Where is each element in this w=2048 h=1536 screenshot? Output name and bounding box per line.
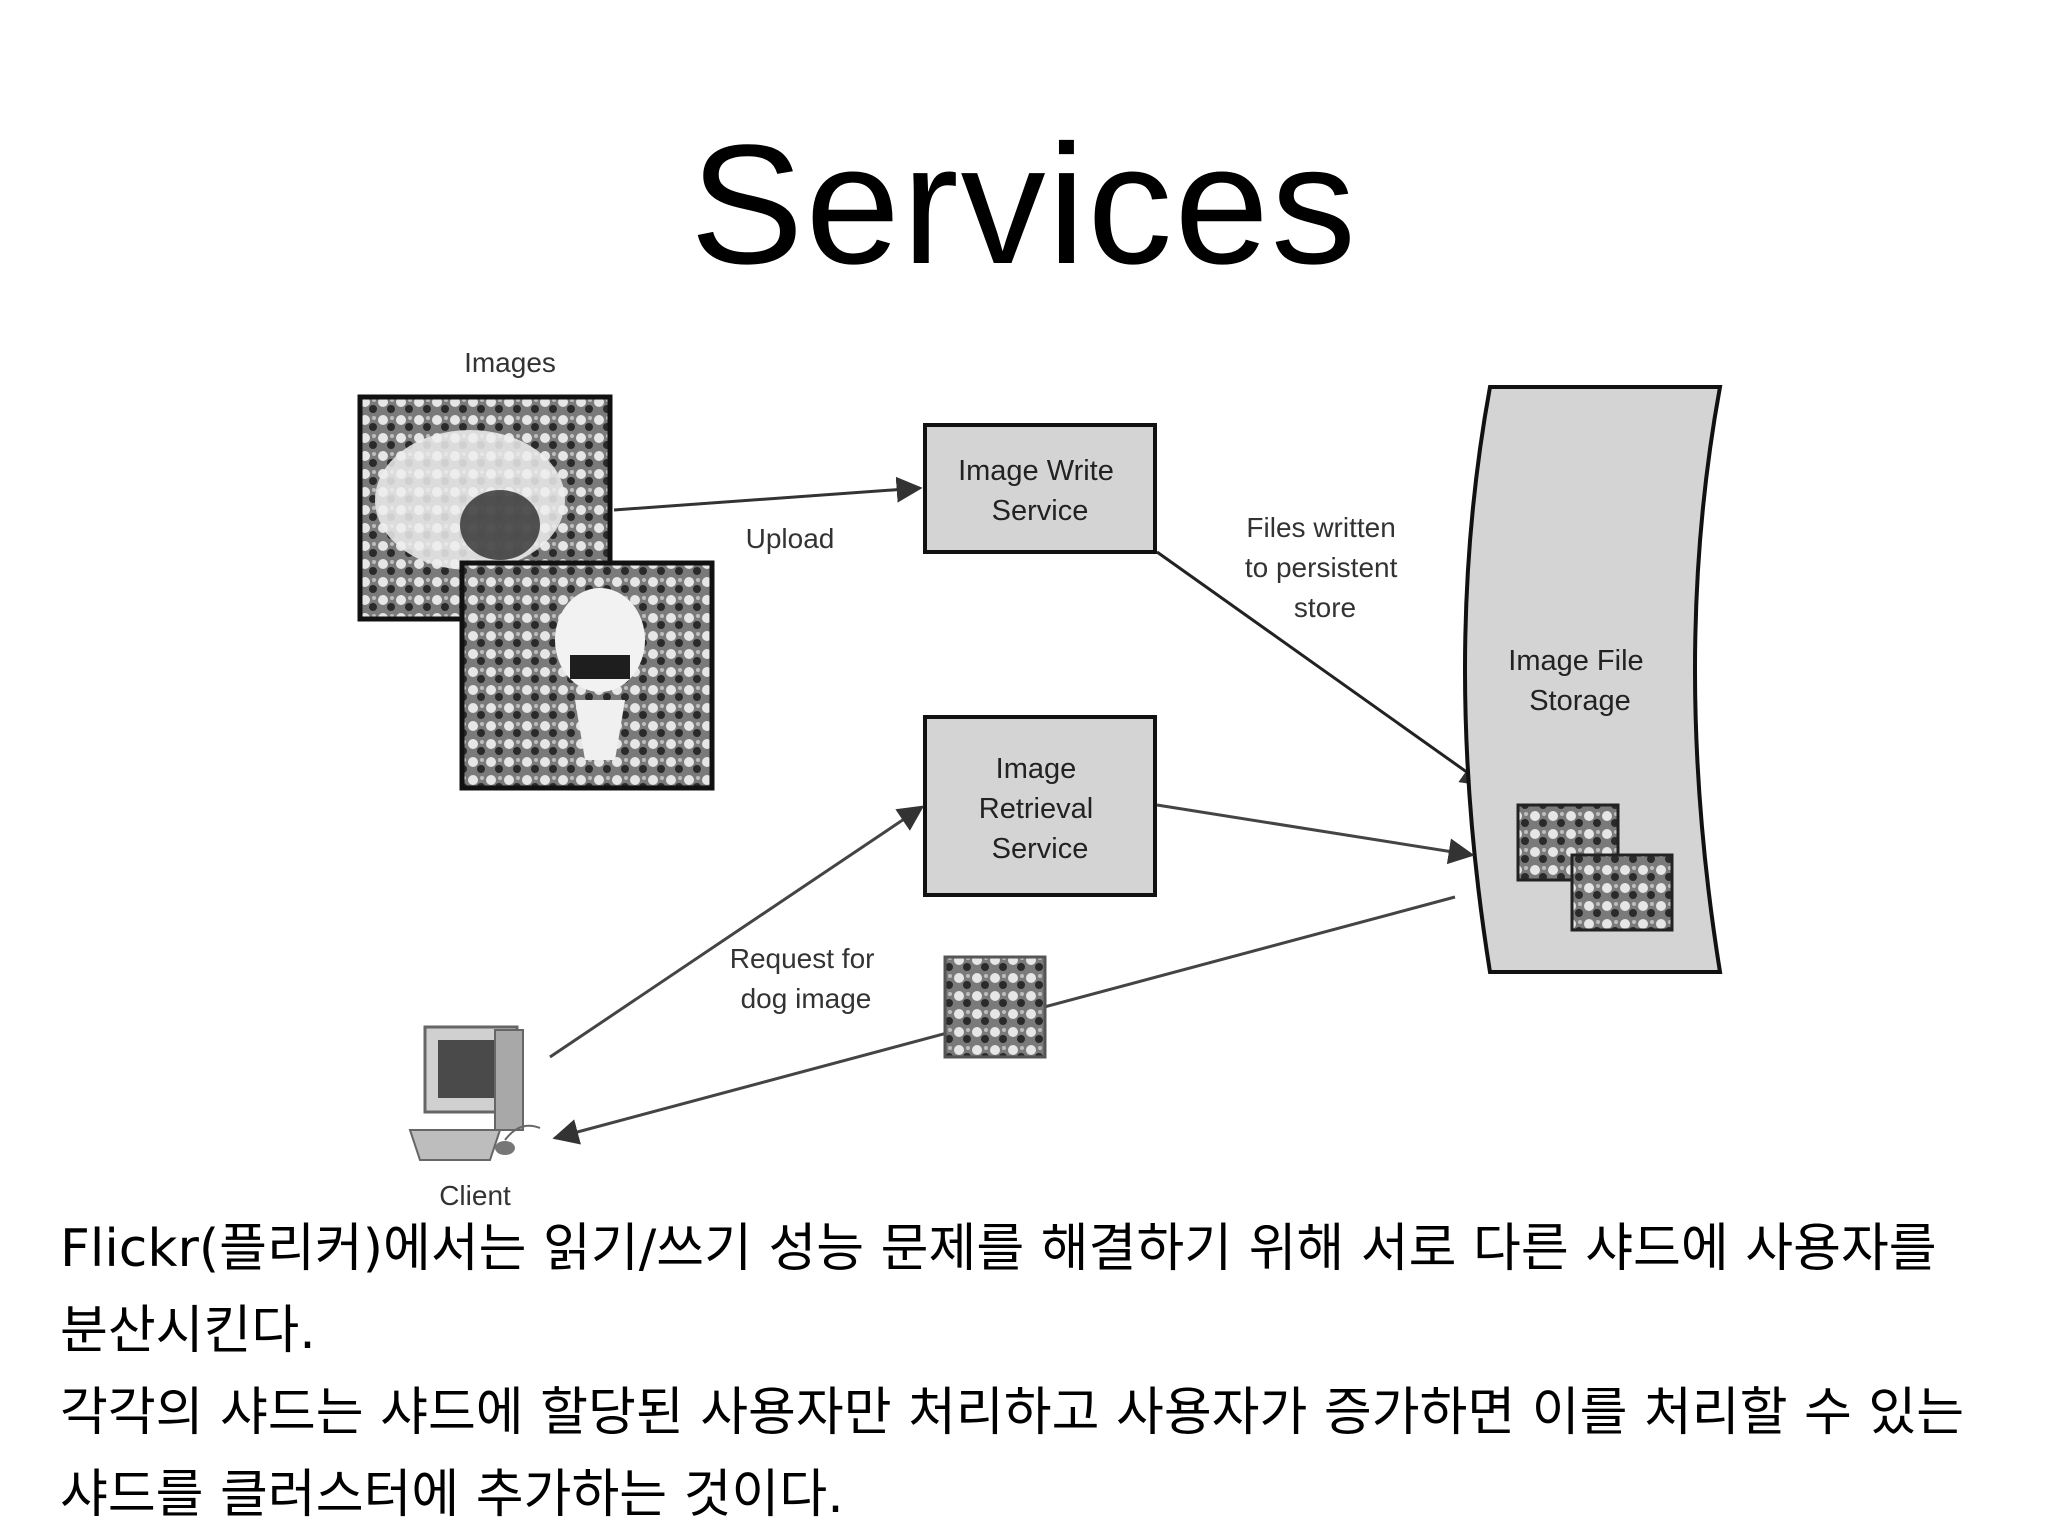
returned-dog-image xyxy=(943,955,1047,1059)
client-computer-icon xyxy=(408,1025,541,1161)
files-written-line-2: to persistent xyxy=(1245,552,1398,583)
body-text: Flickr(플리커)에서는 읽기/쓰기 성능 문제를 해결하기 위해 서로 다… xyxy=(60,1208,1990,1536)
svg-text:Image Write Service: Image Write Service xyxy=(958,455,1122,527)
storage-line-2: Storage xyxy=(1529,685,1631,717)
persist-arrow xyxy=(1156,550,1488,787)
files-written-line-1: Files written xyxy=(1246,512,1395,543)
svg-text:Files written to persisten: Files written to persistent store xyxy=(1245,512,1405,623)
stormtrooper-photo xyxy=(459,560,715,791)
write-service-line-2: Service xyxy=(992,495,1089,527)
svg-text:Request for dog image: Request for dog image xyxy=(730,943,883,1014)
image-write-service-box: Image Write Service xyxy=(923,423,1157,554)
upload-arrow xyxy=(613,476,923,512)
client-label: Client xyxy=(439,1180,511,1211)
images-label: Images xyxy=(464,347,556,378)
request-line-1: Request for xyxy=(730,943,875,974)
body-paragraph-2: 각각의 샤드는 샤드에 할당된 사용자만 처리하고 사용자가 증가하면 이를 처… xyxy=(60,1383,1965,1525)
svg-text:Image File Storage: Image File Storage xyxy=(1508,645,1651,717)
request-arrow xyxy=(549,805,925,1059)
retrieval-line-2: Retrieval xyxy=(979,793,1093,825)
files-written-line-3: store xyxy=(1294,592,1356,623)
slide-title: Services xyxy=(690,110,1358,300)
stored-image-thumb-2 xyxy=(1570,853,1674,932)
storage-line-1: Image File xyxy=(1508,645,1643,677)
image-retrieval-service-box: Image Retrieval Service xyxy=(923,715,1157,897)
image-file-storage: Image File Storage xyxy=(1463,385,1723,974)
fetch-arrow xyxy=(1156,803,1475,865)
upload-label: Upload xyxy=(746,523,835,554)
body-paragraph-1: Flickr(플리커)에서는 읽기/쓰기 성능 문제를 해결하기 위해 서로 다… xyxy=(60,1219,1937,1361)
retrieval-line-1: Image xyxy=(996,753,1077,785)
svg-text:Image Retrieval Se: Image Retrieval Service xyxy=(979,753,1102,865)
request-line-2: dog image xyxy=(741,983,872,1014)
retrieval-line-3: Service xyxy=(992,833,1089,865)
write-service-line-1: Image Write xyxy=(958,455,1114,487)
